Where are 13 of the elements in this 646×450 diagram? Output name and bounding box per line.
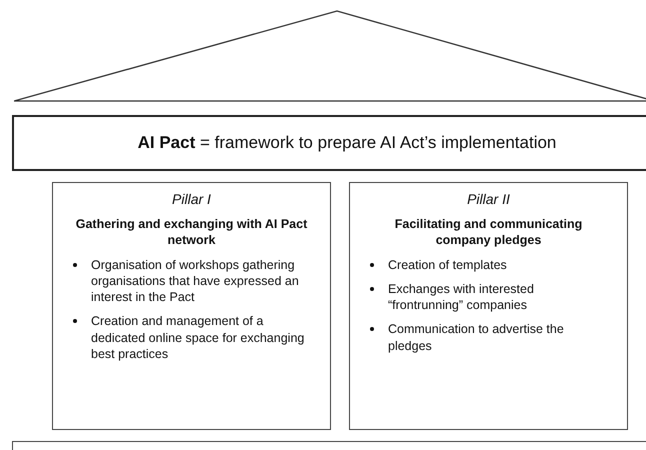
pillar-heading: Gathering and exchanging with AI Pact network — [74, 216, 308, 248]
bullet-item: Exchanges with interested “frontrunning” companies — [388, 280, 603, 314]
pillar-title: Pillar I — [171, 191, 212, 207]
pillar-box — [52, 182, 331, 430]
pillar-heading: Facilitating and communicating company pledges — [394, 216, 584, 248]
title-banner — [12, 115, 646, 171]
banner-text: AI Pact = framework to prepare AI Act’s implementation — [136, 133, 556, 153]
pillar-box — [349, 182, 628, 430]
bullet-item: Communication to advertise the pledges — [388, 321, 603, 354]
bullet-item: Creation of templates — [388, 256, 603, 273]
bullet-item: Creation and management of a dedicated online space for exchanging best practices — [91, 313, 306, 362]
pillar-title: Pillar II — [466, 191, 511, 207]
bullet-item: Organisation of workshops gathering organisations that have expressed an interest in the Pact — [91, 256, 306, 306]
